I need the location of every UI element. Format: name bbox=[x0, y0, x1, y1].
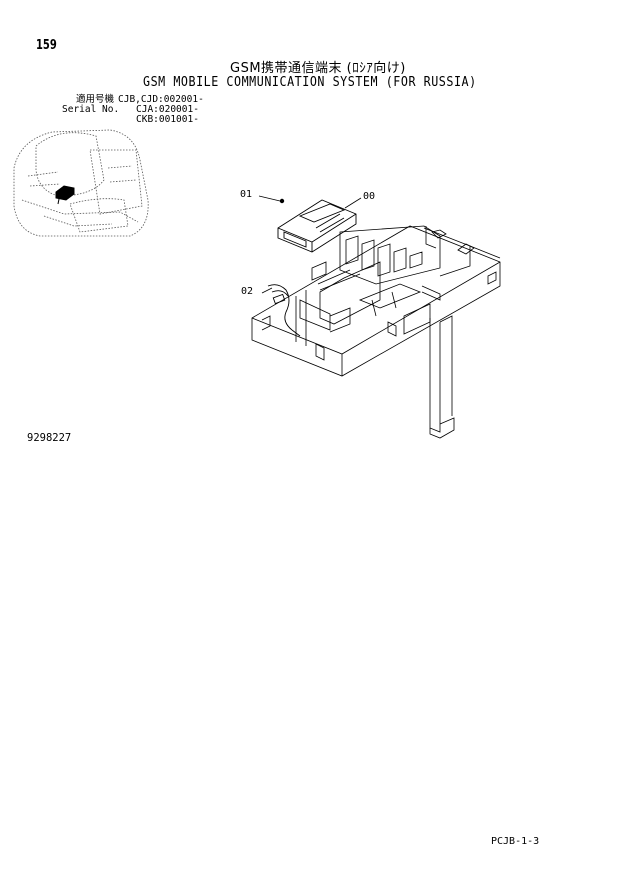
screw-part-drawing bbox=[279, 198, 285, 204]
serial-label-ja: 適用号機 bbox=[75, 94, 114, 105]
harness-part-drawing bbox=[267, 284, 301, 337]
mounting-bracket-drawing bbox=[251, 225, 501, 439]
serial-value: CJA:020001- bbox=[136, 104, 199, 115]
callout-label-02: 02 bbox=[241, 286, 254, 297]
page-code: PCJB-1-3 bbox=[491, 836, 540, 847]
drawing-number: 9298227 bbox=[27, 432, 72, 444]
serial-label: 適用号機 Serial No. bbox=[62, 94, 120, 115]
callout-label-01: 01 bbox=[240, 189, 253, 200]
page-title-japanese: GSM携帯通信端末 (ﾛｼｱ向け) bbox=[230, 61, 406, 76]
gsm-unit-drawing bbox=[277, 199, 357, 253]
serial-values: CJB,CJD:002001- CJA:020001- CKB:001001- bbox=[118, 95, 204, 125]
gsm-unit-location-marker bbox=[55, 185, 75, 205]
callout-label-00: 00 bbox=[363, 191, 376, 202]
serial-value: CJB,CJD:002001- bbox=[118, 94, 204, 105]
serial-label-en: Serial No. bbox=[62, 104, 120, 115]
page-number: 159 bbox=[36, 38, 57, 53]
serial-value: CKB:001001- bbox=[136, 114, 199, 125]
excavator-cab-outline-icon bbox=[13, 129, 149, 237]
page-title-english: GSM MOBILE COMMUNICATION SYSTEM (FOR RUS… bbox=[143, 75, 477, 90]
callout-leaders bbox=[258, 195, 362, 294]
